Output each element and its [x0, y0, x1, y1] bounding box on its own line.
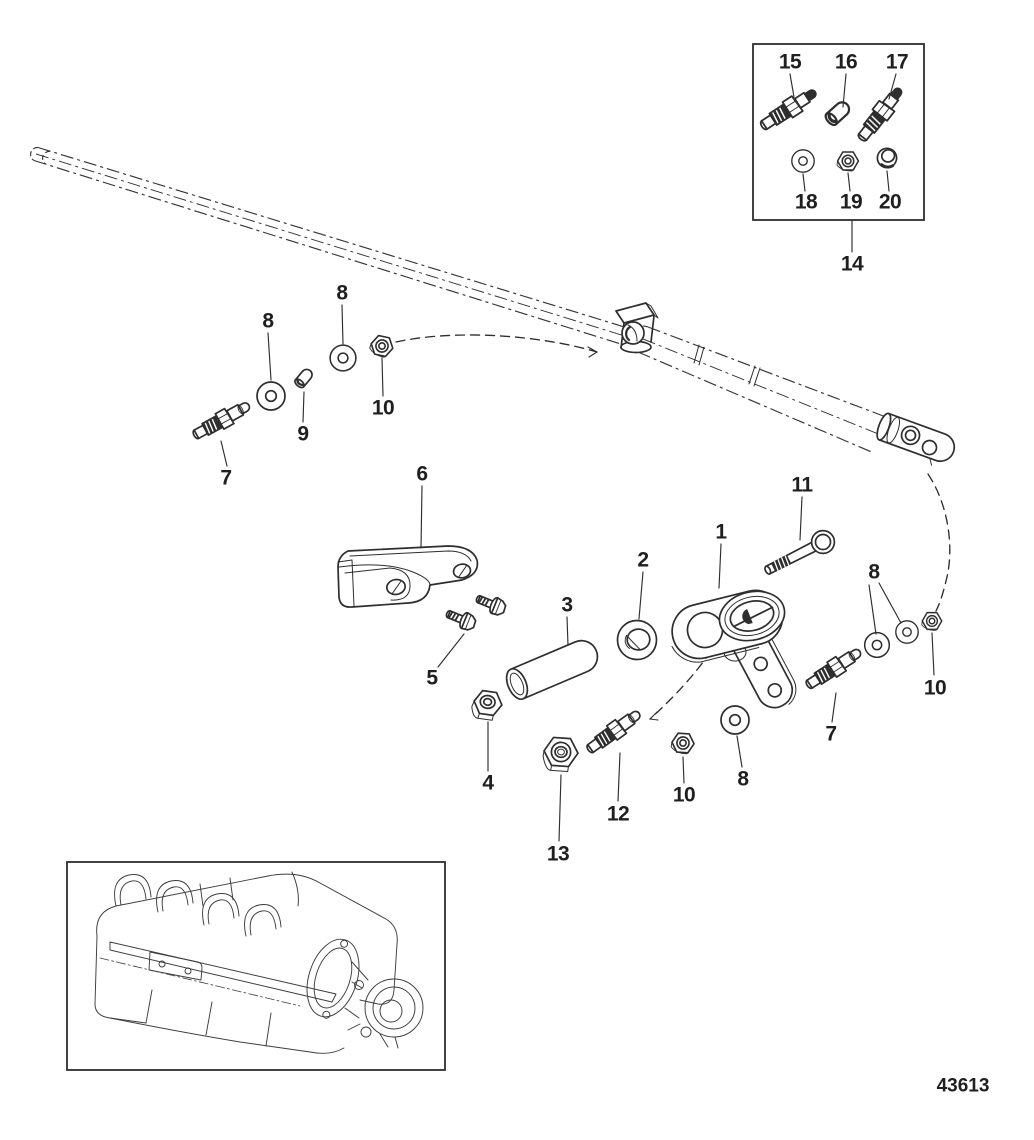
callout-18: 18: [794, 190, 818, 214]
callout-9: 9: [297, 422, 309, 446]
callout-8-d: 8: [868, 560, 880, 584]
callout-8-b: 8: [336, 281, 348, 305]
part-20-plug: [873, 144, 901, 172]
part-11-pivot-bolt: [764, 529, 836, 575]
part-10-nut-left: [367, 333, 396, 360]
part-17-stud: [852, 81, 909, 146]
callout-7-a: 7: [220, 466, 232, 490]
callout-10-b: 10: [672, 783, 696, 807]
callout-11: 11: [791, 473, 813, 497]
callout-2: 2: [637, 548, 649, 572]
callout-10-c: 10: [923, 676, 947, 700]
hardware-inset-box: [752, 43, 925, 221]
throttle-cable-rod: [30, 146, 887, 454]
callout-10-a: 10: [371, 396, 395, 420]
part-7-stud-left: [188, 396, 255, 445]
part-12-stud-center: [582, 705, 646, 759]
part-13-locknut: [542, 736, 579, 773]
part-8-washer-2: [329, 344, 357, 372]
leader-lines: [220, 73, 935, 842]
part-7-stud-right: [801, 643, 866, 694]
part-2-spacer: [616, 619, 658, 661]
part-8-washer-5: [895, 620, 919, 644]
callout-8-a: 8: [262, 309, 274, 333]
part-8-washer-4: [863, 631, 891, 659]
callout-15: 15: [778, 50, 802, 74]
part-19-nut: [836, 151, 860, 172]
callout-12: 12: [606, 802, 630, 826]
callout-3: 3: [561, 593, 573, 617]
callout-17: 17: [885, 50, 909, 74]
callout-8-c: 8: [737, 767, 749, 791]
callout-16: 16: [834, 50, 858, 74]
part-4-flange-nut: [471, 689, 503, 721]
part-8-washer-1: [256, 381, 286, 411]
callout-20: 20: [878, 190, 902, 214]
part-10-nut-center: [669, 731, 696, 756]
part-9-bushing: [292, 365, 316, 391]
part-8-washer-3: [720, 705, 750, 735]
cable-clamp: [615, 302, 659, 354]
part-10-nut-right: [921, 611, 943, 632]
callout-14: 14: [840, 252, 864, 276]
cable-end-fitting: [876, 412, 956, 466]
callout-4: 4: [482, 771, 494, 795]
part-16-spacer: [821, 97, 854, 129]
callout-1: 1: [715, 520, 727, 544]
callout-19: 19: [839, 190, 863, 214]
part-1-bell-crank: [671, 589, 797, 709]
part-15-stud: [755, 82, 822, 136]
manifold-inset-box: [66, 861, 446, 1071]
part-3-spacer-tube: [505, 639, 599, 700]
callout-5: 5: [426, 666, 438, 690]
callout-7-b: 7: [825, 722, 837, 746]
intake-manifold-sketch: [94, 871, 424, 1054]
drawing-number: 43613: [936, 1075, 990, 1097]
callout-6: 6: [416, 462, 428, 486]
dashed-connectors: [395, 334, 951, 721]
part-18-washer: [791, 149, 815, 173]
callout-13: 13: [546, 842, 570, 866]
part-5-flange-bolts: [442, 589, 509, 634]
part-6-clevis-bracket: [337, 545, 479, 608]
